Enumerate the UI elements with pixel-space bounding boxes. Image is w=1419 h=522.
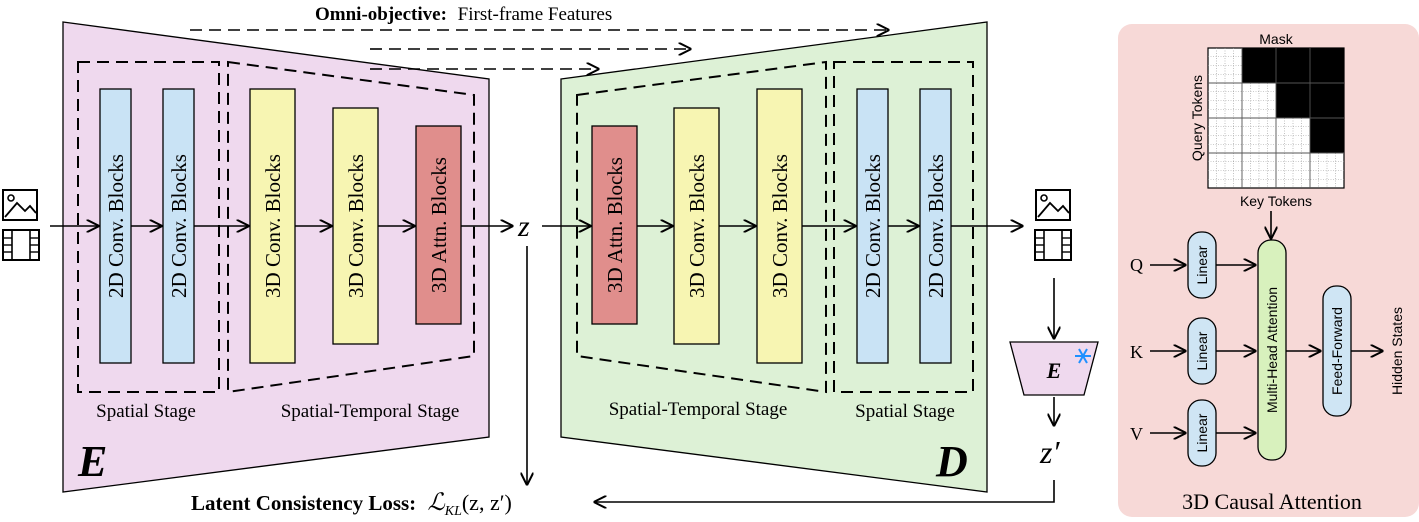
svg-text:2D Conv. Blocks: 2D Conv. Blocks <box>861 154 885 298</box>
decoder-block-3d-conv-2: 3D Conv. Blocks <box>756 88 803 364</box>
first-frame-feature-arrows <box>190 30 888 69</box>
svg-text:2D Conv. Blocks: 2D Conv. Blocks <box>104 154 128 298</box>
input-k: K <box>1130 342 1143 362</box>
decoder-spatial-temporal-stage-box <box>576 60 827 394</box>
encoder-block-2d-conv-2: 2D Conv. Blocks <box>162 88 195 364</box>
encoder-spatial-stage-box <box>77 61 220 393</box>
svg-text:Linear: Linear <box>1194 413 1210 452</box>
encoder-block-3d-conv-2: 3D Conv. Blocks <box>332 107 379 345</box>
mask-block-masked <box>1310 48 1344 83</box>
input-image-icon <box>2 189 38 221</box>
attention-panel-title: 3D Causal Attention <box>1182 489 1362 514</box>
input-v: V <box>1130 424 1143 444</box>
svg-text:Feed-Forward: Feed-Forward <box>1329 307 1345 395</box>
decoder-letter: D <box>935 437 968 486</box>
loss-label: Latent Consistency Loss: ℒKL(z, z′) <box>191 490 512 517</box>
svg-text:3D Conv. Blocks: 3D Conv. Blocks <box>261 154 285 298</box>
snowflake-icon <box>1075 348 1091 364</box>
mask-block-masked <box>1310 83 1344 118</box>
svg-text:3D Attn. Blocks: 3D Attn. Blocks <box>427 157 451 293</box>
query-tokens-label: Query Tokens <box>1189 75 1205 161</box>
z-prime-to-loss-arrow <box>595 480 1055 502</box>
key-tokens-label: Key Tokens <box>1240 193 1312 209</box>
multi-head-attention-node: Multi-Head Attention <box>1257 239 1287 461</box>
svg-text:Linear: Linear <box>1194 331 1210 370</box>
output-video-icon <box>1034 229 1072 261</box>
hidden-states-label: Hidden States <box>1389 307 1405 395</box>
encoder-block-3d-attn: 3D Attn. Blocks <box>415 125 462 325</box>
decoder-spatial-stage-box <box>833 61 974 393</box>
svg-text:3D Conv. Blocks: 3D Conv. Blocks <box>685 154 709 298</box>
decoder-block-2d-conv-2: 2D Conv. Blocks <box>919 88 952 364</box>
frozen-encoder-letter: E <box>1046 358 1062 383</box>
mask-block-masked <box>1242 48 1276 83</box>
decoder-block-3d-conv-1: 3D Conv. Blocks <box>673 107 720 345</box>
encoder-block-3d-conv-1: 3D Conv. Blocks <box>249 88 296 364</box>
mask-block-masked <box>1276 48 1310 83</box>
input-q: Q <box>1130 255 1143 275</box>
linear-node-v: Linear <box>1187 399 1217 467</box>
omni-objective-label: Omni-objective: First-frame Features <box>315 4 612 25</box>
decoder-block-2d-conv-1: 2D Conv. Blocks <box>856 88 889 364</box>
svg-text:3D Conv. Blocks: 3D Conv. Blocks <box>344 154 368 298</box>
feed-forward-node: Feed-Forward <box>1322 285 1352 417</box>
causal-mask-grid <box>1207 47 1345 189</box>
linear-node-k: Linear <box>1187 317 1217 385</box>
frozen-encoder: E <box>1009 341 1099 396</box>
encoder-letter: E <box>77 437 107 486</box>
svg-text:3D Attn. Blocks: 3D Attn. Blocks <box>603 157 627 293</box>
mask-block-masked <box>1310 118 1344 153</box>
decoder-spatial-temporal-stage-label: Spatial-Temporal Stage <box>609 399 788 420</box>
svg-text:Linear: Linear <box>1194 245 1210 284</box>
encoder-spatial-temporal-stage-label: Spatial-Temporal Stage <box>281 401 460 422</box>
mask-title: Mask <box>1259 31 1293 47</box>
encoder-spatial-stage-label: Spatial Stage <box>96 401 196 422</box>
latent-z: z <box>517 210 530 243</box>
decoder-block-3d-attn: 3D Attn. Blocks <box>591 125 638 325</box>
latent-z-prime: z′ <box>1039 434 1060 470</box>
linear-node-q: Linear <box>1187 231 1217 299</box>
encoder-block-2d-conv-1: 2D Conv. Blocks <box>99 88 132 364</box>
mask-block-masked <box>1276 83 1310 118</box>
decoder-spatial-stage-label: Spatial Stage <box>855 401 955 422</box>
svg-text:2D Conv. Blocks: 2D Conv. Blocks <box>924 154 948 298</box>
svg-text:3D Conv. Blocks: 3D Conv. Blocks <box>768 154 792 298</box>
svg-text:2D Conv. Blocks: 2D Conv. Blocks <box>167 154 191 298</box>
output-image-icon <box>1035 189 1071 221</box>
input-video-icon <box>2 229 40 261</box>
svg-text:Multi-Head Attention: Multi-Head Attention <box>1264 287 1280 413</box>
